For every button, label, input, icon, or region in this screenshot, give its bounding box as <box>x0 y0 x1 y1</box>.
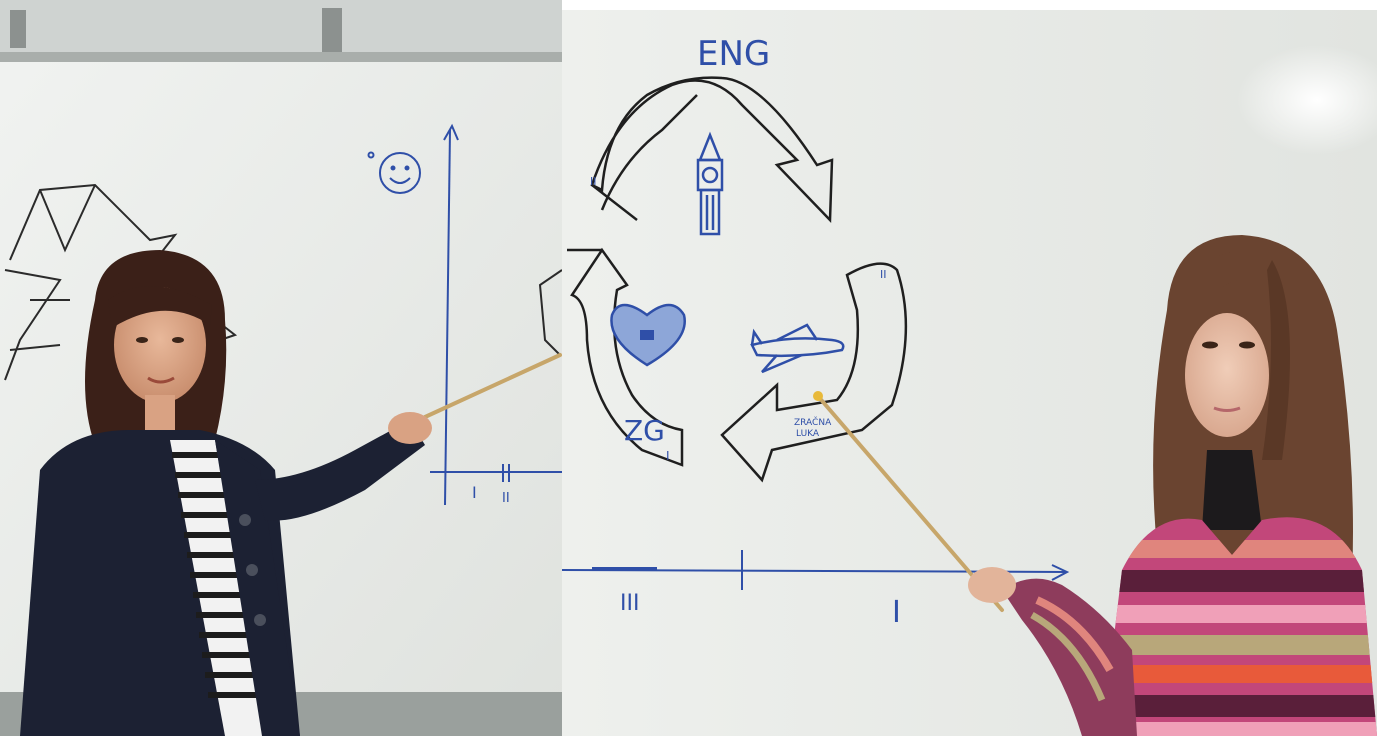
smiley-drawing <box>367 151 421 194</box>
left-scene: I II <box>0 0 562 736</box>
teacher-figure <box>20 250 432 736</box>
timeline-label-1: I <box>892 595 901 630</box>
zg-label: ZG <box>624 414 665 447</box>
right-photo: ENG <box>562 10 1377 736</box>
frame-clip <box>322 8 342 52</box>
right-scene: ENG <box>562 10 1377 736</box>
axes-drawing <box>430 123 562 506</box>
clock-tower-icon <box>696 131 724 236</box>
timeline-label-3: III <box>620 591 639 616</box>
axis-mark-1: I <box>472 483 477 502</box>
arrow-top-left-label: II <box>590 175 597 188</box>
eng-label: ENG <box>697 34 770 74</box>
pointer-stick-right <box>815 393 1004 612</box>
zg-index-label: I <box>666 449 670 463</box>
left-photo: I II <box>0 0 562 736</box>
pointer-stick <box>423 353 562 419</box>
light-glare <box>1237 45 1377 155</box>
axis-mark-2: II <box>502 491 510 506</box>
airport-label: ZRAČNA LUKA <box>794 416 834 439</box>
airplane-icon <box>750 323 845 374</box>
cycle-arrows <box>567 76 908 483</box>
student-figure <box>968 235 1377 736</box>
arrow-right-label: II <box>880 268 887 281</box>
heart-icon <box>610 303 686 367</box>
frame-clip <box>10 10 26 48</box>
board-top-frame <box>0 0 562 58</box>
